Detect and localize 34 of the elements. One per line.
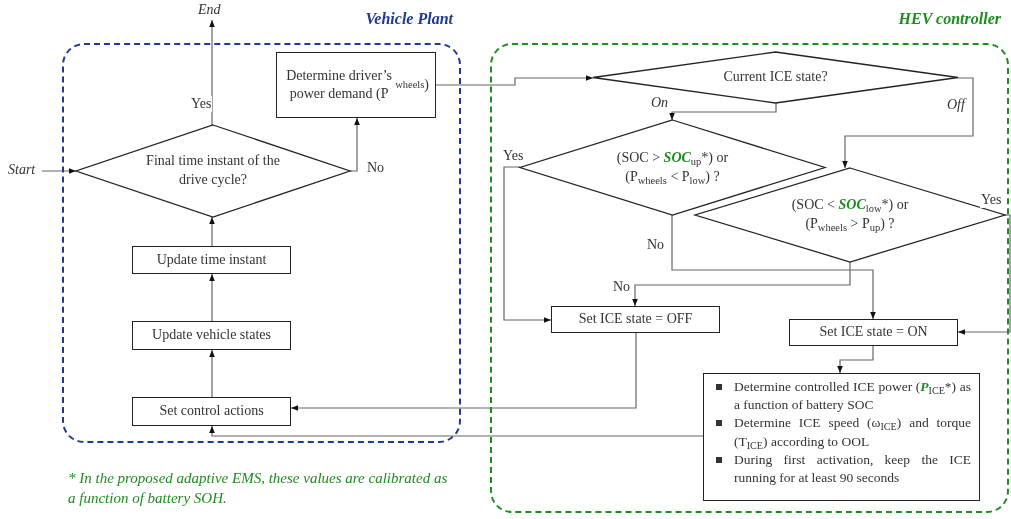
process-box: Set control actions [132,397,291,426]
arrow [842,77,974,169]
process-box: Update vehicle states [132,321,291,350]
arrow [669,102,777,121]
bullet-item: During first activation, keep the ICE running for at least 90 seconds [734,450,971,488]
terminal-label: Start [8,162,36,178]
terminal-label: End [198,2,221,18]
arrow [435,75,594,86]
arrow [503,166,552,323]
arrow [349,117,360,172]
bullet-item: Determine ICE speed (ω$_{ICE}$) and torque (T$_{ICE}$) according to OOL [734,414,971,451]
arrow [209,216,215,247]
process-box: Update time instant [132,246,291,274]
arrow [209,19,215,126]
edge-label: Off [946,97,966,113]
decision-diamond: Final time instant of the drive cycle? [76,125,350,217]
bullet-list-box [703,373,980,501]
group-title: Vehicle Plant [365,10,453,28]
footnote: * In the proposed adaptive EMS, these values are calibrated as a function of battery SOH. [68,469,448,509]
arrow [671,214,876,320]
process-box: Set ICE state = OFF [551,306,720,333]
bullet-item: Determine controlled ICE power (P$_{ICE}$*) as a function of battery SOC [734,378,971,415]
arrow [41,168,77,174]
arrow [957,214,1011,335]
arrow [209,425,704,437]
arrow [290,332,637,411]
edge-label: Yes [980,192,1003,208]
arrow [632,261,851,307]
arrow [209,349,215,398]
group-title: HEV controller [898,10,1001,28]
arrow [837,345,874,374]
process-box: Set ICE state = ON [789,319,958,346]
edge-label: Yes [190,96,213,112]
arrow [209,273,215,322]
